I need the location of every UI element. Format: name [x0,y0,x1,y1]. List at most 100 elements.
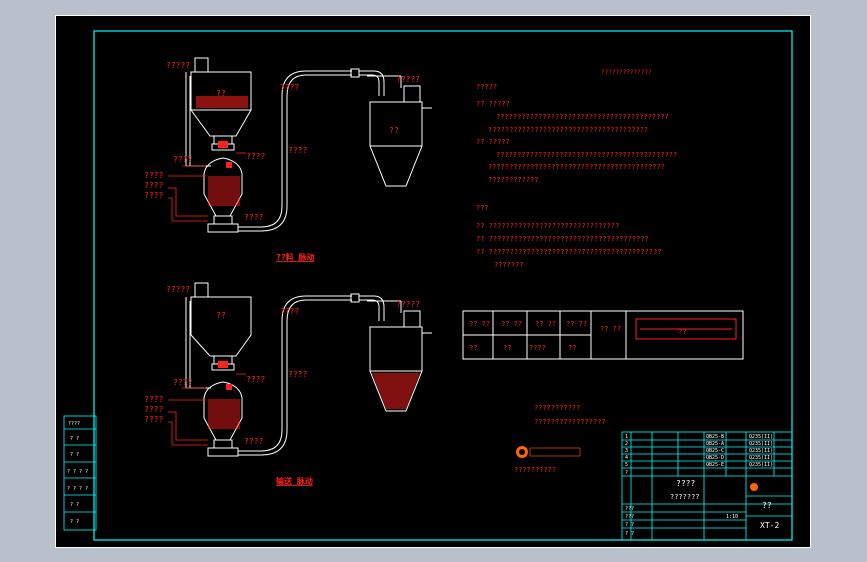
d1-label-bottom: ???? [244,213,263,222]
tb-name1: ???? [676,479,695,488]
notes-section1: ????? [476,83,497,91]
d1-label-top-left: ????? [166,61,190,70]
tb-name2: ??????? [670,493,700,501]
d1-label-cyclone: ????? [396,75,420,84]
d2-label-feed3: ???? [144,415,163,424]
tb-logo-icon [750,483,758,491]
d2-label-pipe-mid: ???? [288,370,307,379]
notes-line4: ?? ????? [476,138,510,146]
proc-right-label: ?? [678,328,686,336]
title-block-text: 1 2 3 4 5 ? QB25-B QB25-A QB25-C QB25-D … [625,434,773,537]
tb-col-3: QB25-C [706,448,724,454]
tb-col-1: QB25-B [706,434,724,440]
tb-row-2: 2 [625,441,628,447]
d1-label-valve-right: ???? [246,152,265,161]
tb-right-2: Q235(II) [749,441,773,447]
d2-label-bottom: ???? [244,437,263,446]
diagram-2 [185,282,432,457]
tb-row-1: 1 [625,434,628,440]
tb-row-5: 5 [625,462,628,468]
title-block [621,431,793,541]
d2-label-feed2: ???? [144,405,163,414]
logo-icon [516,446,528,458]
notes-line5: ????????????????????????????????????????… [496,151,677,159]
notes-line2: ????????????????????????????????????????… [496,113,669,121]
left-cell-1: ? ? [70,436,79,442]
diagram-2-material [208,361,420,429]
d1-label-feed1: ???? [144,171,163,180]
technical-notes: ?????????????? ????? ?? ????? ??????????… [476,69,677,269]
tb-right-1: Q235(II) [749,434,773,440]
proc-cell-2: ?? [503,344,511,352]
tb-col-4: QB25-D [706,455,724,461]
left-cell-0: ???? [68,421,80,427]
left-revision-text: ???? ? ? ? ? ? ? ? ? ? ? ? ? ? ? ? ? [67,421,88,525]
d1-title: ??料 脉动 [276,252,314,262]
left-cell-4: ? ? ? ? [67,486,88,492]
tb-small-1: ??? [625,506,634,512]
notes-line7: ???????????? [488,176,539,184]
tb-row-3: 3 [625,448,628,454]
left-revision-table [63,415,97,531]
stamp-line1: ??????????? [534,404,580,412]
proc-header-3: ?? ?? [535,320,556,328]
d2-label-feed1: ???? [144,395,163,404]
d1-label-side: ???? [280,83,299,92]
tb-row-6: ? [625,470,628,476]
tb-col-2: QB25-A [706,441,724,447]
proc-header-5: ?? ?? [600,325,621,333]
proc-cell-3: ???? [529,344,546,352]
cad-drawing: ????? ?? ???? ???? ???? ????? ?? ???? ??… [63,30,793,541]
proc-header-2: ?? ?? [501,320,522,328]
tb-right-5: Q235(II) [749,462,773,468]
d1-label-mid-left: ???? [173,155,192,164]
proc-header-1: ?? ?? [469,320,490,328]
d1-label-feed3: ???? [144,191,163,200]
diagram-1-material [196,96,248,206]
tb-col-5: QB25-E [706,462,724,468]
diagram-1 [185,57,432,233]
tb-right-4: Q235(II) [749,455,773,461]
d1-label-tank: ?? [389,126,399,135]
tb-small-2: ??? [625,514,634,520]
tb-row-4: 4 [625,455,628,461]
d2-label-mid-left: ???? [173,378,192,387]
notes-line8: ?? ??????????????????????????????? [476,222,619,230]
process-table [462,310,744,360]
tb-scale: 1:10 [726,514,738,520]
d2-label-valve-right: ???? [246,375,265,384]
d2-title: 输送 脉动 [276,476,313,486]
notes-line9: ?? ?????????????????????????????????????… [476,235,649,243]
d1-label-hopper: ?? [216,89,226,98]
notes-line3: ?????????????????????????????????????? [488,126,648,134]
diagram-1-leaders [168,152,246,222]
stamp-line2: ????????????????? [534,418,606,426]
left-cell-2: ? ? [70,452,79,458]
logo-text: ?????????? [514,466,556,474]
d1-label-pipe-mid: ???? [288,146,307,155]
d2-label-side: ???? [280,307,299,316]
notes-line10: ?? ?????????????????????????????????????… [476,248,661,256]
tb-small-4: ? ? [625,531,634,537]
proc-header-4: ?? ?? [566,320,587,328]
notes-line11: ??????? [494,261,524,269]
proc-cell-4: ?? [568,344,576,352]
drawing-sheet: ????? ?? ???? ???? ???? ????? ?? ???? ??… [55,15,811,548]
proc-cell-1: ?? [469,344,477,352]
tb-company: ?? [762,501,772,510]
notes-line1: ?? ????? [476,100,510,108]
left-cell-3: ? ? ? ? [67,469,88,475]
notes-heading: ?????????????? [601,69,652,76]
d2-label-hopper: ?? [216,311,226,320]
left-cell-5: ? ? [70,502,79,508]
d2-label-cyclone: ????? [396,300,420,309]
notes-line6: ????????????????????????????????????????… [488,163,665,171]
inner-frame [93,30,793,541]
diagram-2-leaders [168,373,246,446]
left-cell-6: ? ? [70,519,79,525]
tb-drawing-no: XT-2 [760,521,779,530]
d1-label-feed2: ???? [144,181,163,190]
tb-right-3: Q235(II) [749,448,773,454]
notes-section2: ??? [476,204,489,212]
process-table-text: ?? ?? ?? ?? ?? ?? ?? ?? ?? ?? ?? ?? ????… [469,320,686,352]
